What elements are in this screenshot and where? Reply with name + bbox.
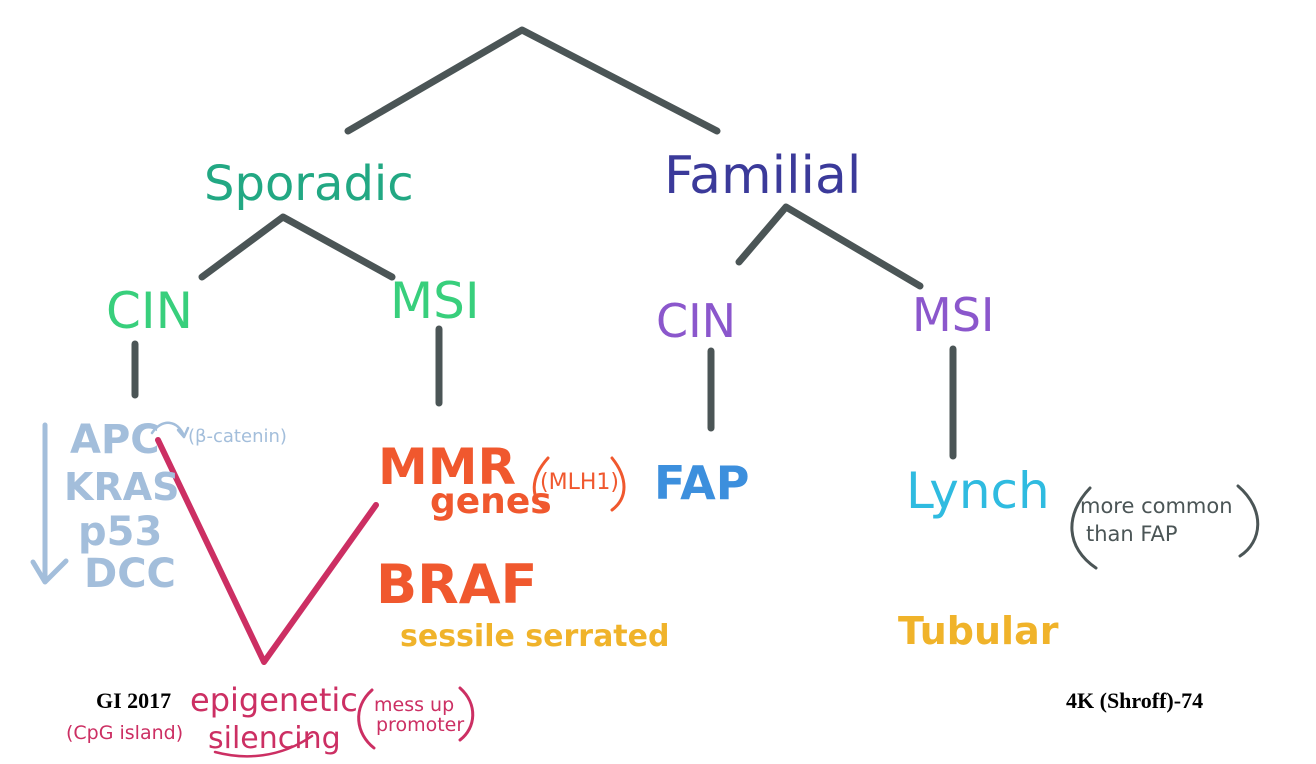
promoter-paren-right [458, 686, 475, 742]
mess-up-label: mess up [374, 694, 455, 716]
sporadic-branch [198, 213, 396, 281]
cpg-island-label: (CpG island) [66, 722, 184, 744]
familial-branch [735, 203, 924, 290]
root-branch [344, 26, 721, 135]
fap-label: FAP [654, 456, 750, 510]
promoter-paren-left [357, 688, 376, 750]
familial-label: Familial [664, 146, 862, 206]
gene-p53: p53 [78, 509, 163, 555]
sessile-serrated-label: sessile serrated [400, 619, 670, 654]
familial-cin-label: CIN [656, 294, 737, 348]
gene-kras: KRAS [64, 465, 180, 509]
mlh1-paren-left [532, 456, 550, 512]
epigenetic-label: epigenetic [190, 681, 358, 719]
familial-msi-label: MSI [912, 288, 995, 342]
apc-to-beta-catenin-arrow [150, 421, 186, 438]
sporadic-msi-label: MSI [390, 272, 480, 330]
sporadic-label: Sporadic [204, 156, 414, 212]
beta-catenin-label: (β-catenin) [188, 426, 287, 447]
silencing-label: silencing [208, 721, 341, 756]
gene-apc: APC [70, 417, 160, 463]
apc-arrowhead [176, 426, 190, 439]
promoter-label: promoter [376, 714, 465, 736]
lynch-label: Lynch [906, 462, 1050, 520]
sporadic-cin-label: CIN [106, 282, 194, 340]
mlh1-label: (MLH1) [540, 470, 619, 495]
than-fap-label: than FAP [1086, 522, 1178, 546]
epigenetic-v-line [155, 437, 379, 665]
braf-label: BRAF [376, 553, 538, 616]
silencing-underline [213, 734, 314, 758]
mmr-label: MMR [378, 438, 517, 496]
genes-label: genes [430, 481, 552, 522]
note-paren-left [1070, 486, 1098, 570]
gene-dcc: DCC [84, 551, 176, 597]
mlh1-paren-right [610, 456, 626, 512]
more-common-label: more common [1080, 494, 1233, 518]
progression-arrowhead [30, 558, 69, 585]
footer-right: 4K (Shroff)-74 [1066, 688, 1204, 713]
note-paren-right [1236, 484, 1260, 558]
tubular-label: Tubular [898, 609, 1059, 653]
footer-left: GI 2017 [96, 688, 172, 713]
